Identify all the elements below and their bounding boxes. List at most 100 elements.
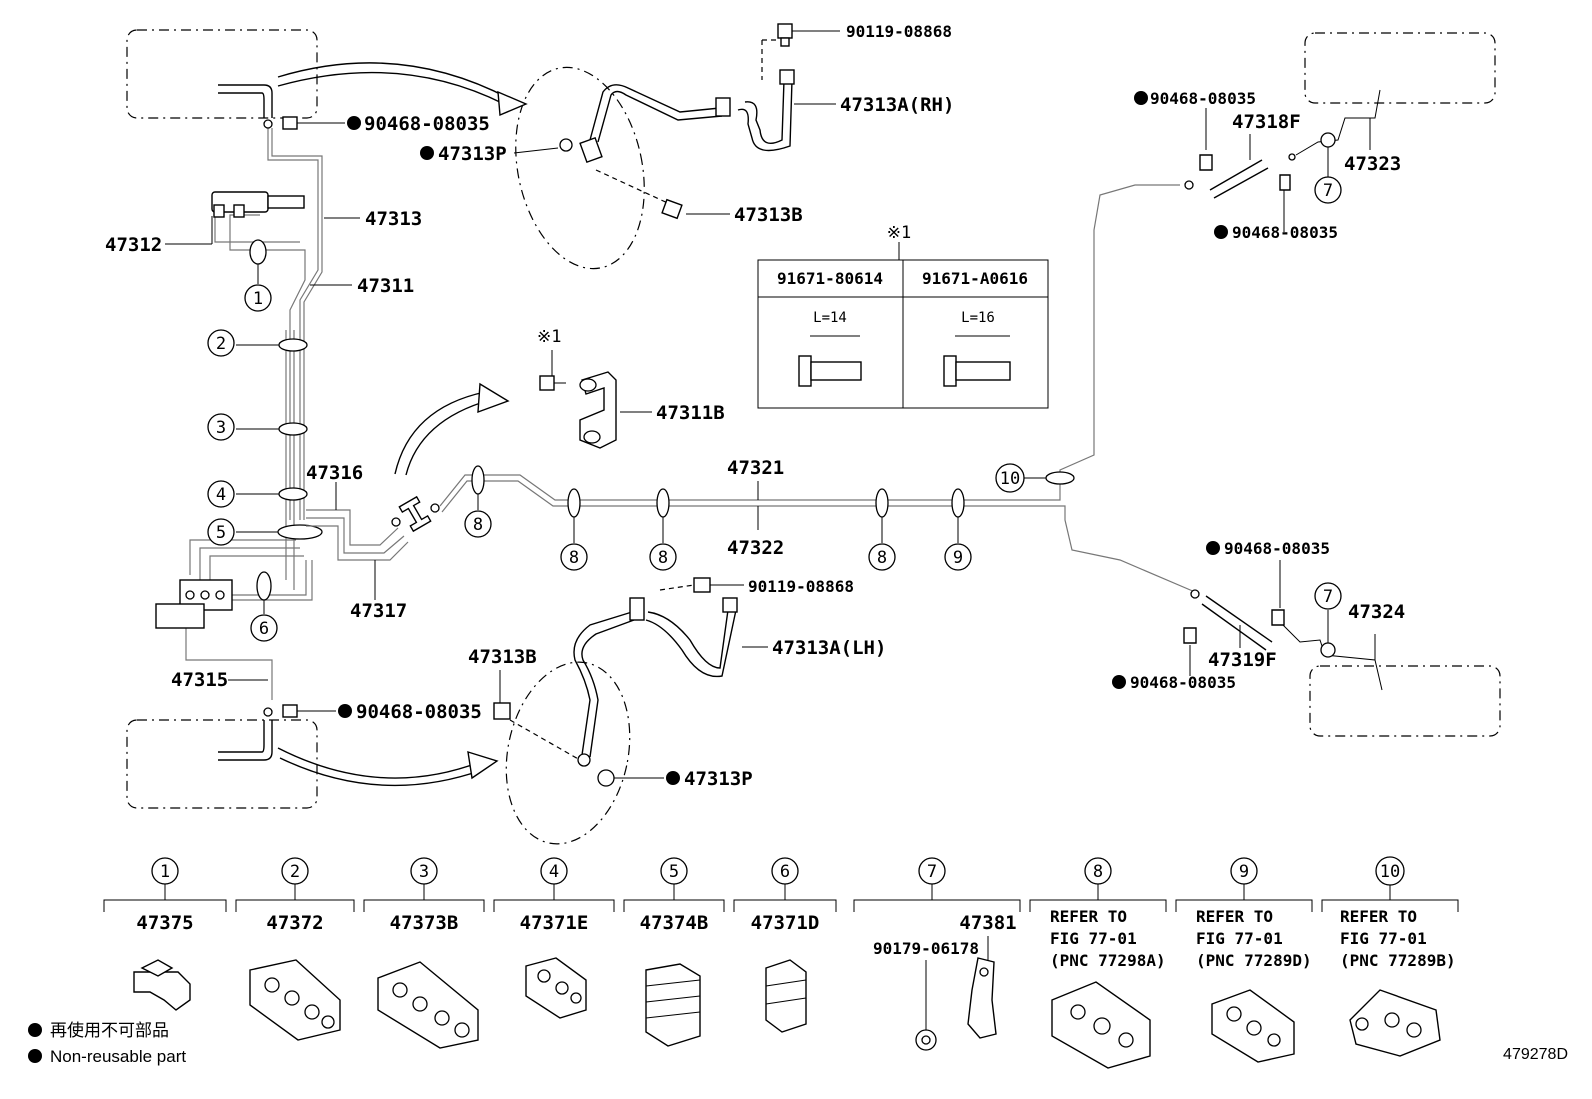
table-ref-mark: ※1 [887,223,911,243]
arrow-front-left [277,747,499,787]
front-right-hose-area-ellipse [515,66,645,270]
clamp-ref-8: 8 REFER TO FIG 77-01 (PNC 77298A) [1050,857,1166,1069]
svg-text:8: 8 [1093,862,1103,882]
label-47313B-top: 47313B [734,204,803,226]
bracket-47311B [539,350,652,449]
label-47318F: 47318F [1232,111,1301,133]
clip-90179-icon [915,1029,937,1051]
svg-text:6: 6 [780,862,790,882]
label-47317: 47317 [350,600,407,622]
clamp-ref-2: 2 47372 [249,857,341,1041]
legend-text-en: Non-reusable part [50,1047,187,1066]
legend-row-jp: 再使用不可部品 [28,1018,186,1044]
clamp-ref-7-extra: 90179-06178 [873,939,979,958]
svg-text:6: 6 [259,619,269,639]
svg-text:7: 7 [927,862,937,882]
label-90468-f: 90468-08035 [1130,673,1236,692]
clamp-ref-10-line2: FIG 77-01 [1340,929,1427,948]
rear-right-hose-47318F [1184,89,1381,199]
clamp-8-marker-c [656,488,670,518]
callout-6: 6 [250,614,278,642]
clamp-ref-9-line3: (PNC 77289D) [1196,951,1312,970]
front-right-wheel-area-box [126,29,318,119]
pipe-47316-47317 [306,509,409,561]
clamp-ref-9-line1: REFER TO [1196,907,1273,926]
clamp-ref-7: 7 47381 90179-06178 [873,857,1017,1051]
label-90119-top: 90119-08868 [846,22,952,41]
clamp-2-marker [278,338,308,352]
clamp-ref-3-part: 47373B [390,912,459,934]
clamp-47371D-icon [765,959,807,1033]
svg-text:8: 8 [877,548,887,568]
svg-text:5: 5 [216,523,226,543]
clamp-47374B-icon [645,963,701,1047]
callout-8d: 8 [868,543,896,571]
front-left-line-end-inner [218,720,265,753]
svg-text:8: 8 [473,515,483,535]
clamp-ref-9: 9 REFER TO FIG 77-01 (PNC 77289D) [1196,857,1312,1063]
clamp-reference-strip [103,884,1459,912]
clamp-ref-8-line3: (PNC 77298A) [1050,951,1166,970]
callout-8c: 8 [649,543,677,571]
front-right-line-nut [263,119,273,129]
clamp-ref-9-line2: FIG 77-01 [1196,929,1283,948]
label-90119-mid: 90119-08868 [748,577,854,596]
clamp-4-marker [278,487,308,501]
clamp-6-marker [256,571,272,601]
clamp-ref-4: 4 47371E [520,857,588,1019]
clamp-9-marker [951,488,965,518]
table-col2-length: L=16 [961,310,995,326]
clip-90468-a [282,116,361,130]
arrow-front-right [277,62,528,117]
clamp-47373B-icon [377,961,479,1049]
clamp-10-marker [1045,471,1075,485]
arrow-clamp-bracket [394,382,510,476]
clamp-ref-7-part: 47381 [959,912,1016,934]
front-right-flex-hose [559,69,795,164]
bolt-47313B-top [595,169,730,220]
callout-9: 9 [944,543,972,571]
clamp-ref-5-part: 47374B [640,912,709,934]
svg-text:4: 4 [549,862,559,882]
bolt-47313B-bot [493,670,581,761]
front-right-line-end [218,84,273,118]
clamp-3-marker [278,422,308,436]
bullet-icon [28,1049,42,1063]
front-left-line-end [218,720,273,761]
svg-text:5: 5 [669,862,679,882]
rear-right-wheel-area-box [1304,32,1496,104]
master-cylinder [211,191,305,218]
callout-10: 10 [995,463,1025,493]
label-90468-d: 90468-08035 [1232,223,1338,242]
clamp-77298A-icon [1051,981,1151,1069]
callout-5: 5 [207,518,235,546]
svg-text:10: 10 [1000,469,1020,489]
label-47324: 47324 [1348,601,1405,623]
clamp-ref-6: 6 47371D [751,857,819,1033]
front-left-hose-area-ellipse [505,661,631,845]
clamp-47371E-icon [525,957,587,1019]
label-47319F: 47319F [1208,649,1277,671]
svg-text:9: 9 [1239,862,1249,882]
svg-text:7: 7 [1323,587,1333,607]
clamp-77289D-icon [1211,989,1295,1063]
callout-1: 1 [244,284,272,312]
label-90468-a: 90468-08035 [364,113,490,135]
legend-row-en: Non-reusable part [28,1044,186,1070]
pipe-47313-47311 [185,128,323,700]
legend-text-jp: 再使用不可部品 [50,1021,169,1040]
label-90468-b: 90468-08035 [356,701,482,723]
label-47316: 47316 [306,462,363,484]
label-47313P-top: 47313P [438,143,507,165]
rear-left-wheel-area-box [1309,665,1501,737]
clamp-77289B-icon [1349,989,1441,1057]
legend: 再使用不可部品 Non-reusable part [28,1018,186,1070]
callout-7a: 7 [1314,176,1342,204]
clamp-ref-2-part: 47372 [266,912,323,934]
callout-3: 3 [207,413,235,441]
callout-8a: 8 [464,510,492,538]
abs-actuator [155,579,233,629]
front-right-line-end-inner [218,92,265,118]
callout-4: 4 [207,480,235,508]
